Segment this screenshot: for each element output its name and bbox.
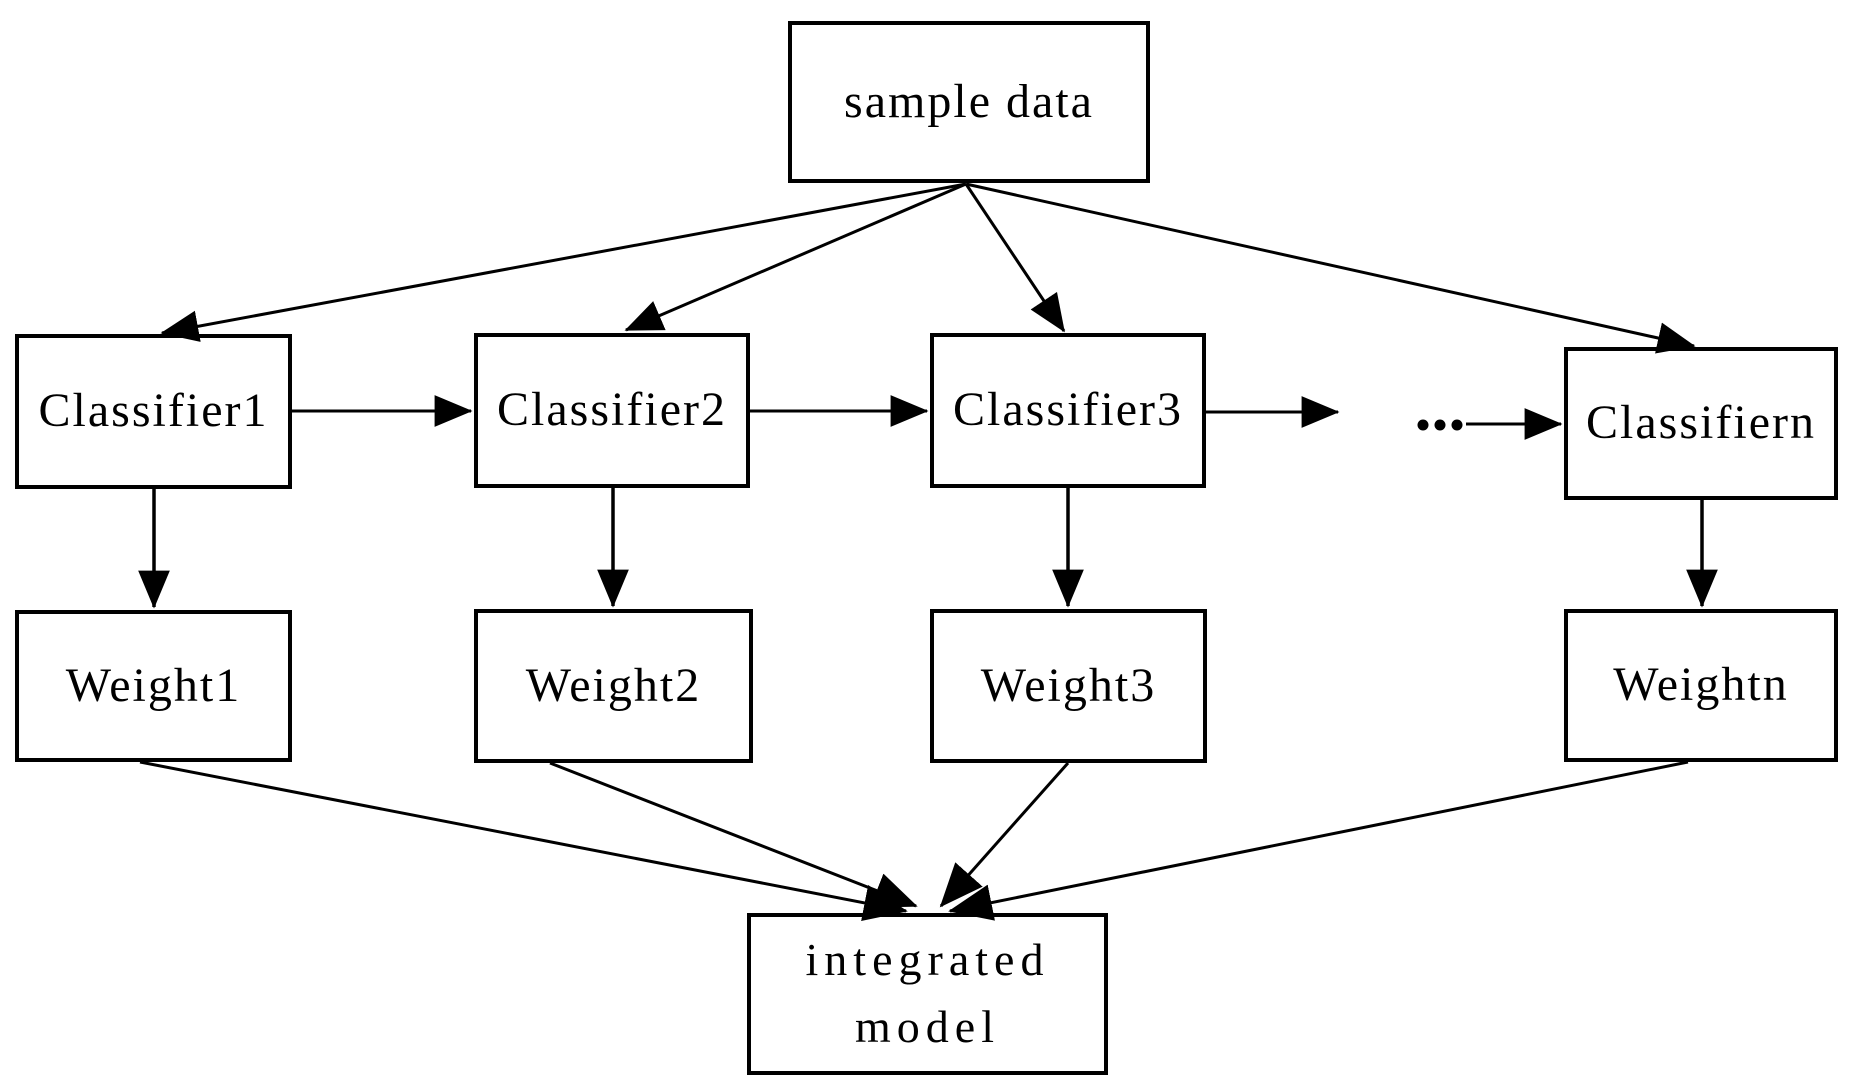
edge-weight1-to-integrated-model [139, 760, 908, 921]
node-classifiern-label: Classifiern [1586, 396, 1816, 450]
edge-sample-to-classifiern [965, 182, 1696, 354]
node-classifier3-label: Classifier3 [953, 383, 1183, 437]
node-integrated-model: integrated model [747, 913, 1108, 1075]
node-weight1-label: Weight1 [65, 658, 242, 712]
edge-weightn-to-integrated-model [948, 760, 1689, 921]
edge-weight2-to-integrated-model [549, 761, 918, 908]
node-weight3: Weight3 [930, 609, 1207, 763]
edge-sample-to-classifier3 [964, 183, 1066, 333]
node-weight2-label: Weight2 [525, 658, 702, 712]
node-classifier2: Classifier2 [474, 333, 750, 488]
node-classifier3: Classifier3 [930, 333, 1206, 488]
node-sample-data: sample data [788, 21, 1150, 183]
node-weightn: Weightn [1564, 609, 1838, 762]
node-classifier1-label: Classifier1 [38, 384, 269, 438]
node-weightn-label: Weightn [1613, 658, 1789, 712]
node-classifier2-label: Classifier2 [497, 383, 727, 437]
edge-weight3-to-integrated-model [939, 762, 1070, 908]
ellipsis-dots [1417, 419, 1463, 431]
node-integrated-model-label: integrated model [805, 934, 1050, 1052]
node-sample-data-label: sample data [844, 74, 1094, 128]
node-weight3-label: Weight3 [980, 658, 1157, 712]
node-weight2: Weight2 [474, 609, 753, 763]
node-classifiern: Classifiern [1564, 347, 1838, 500]
edge-sample-to-classifier1 [160, 182, 967, 342]
edge-sample-to-classifier2 [624, 182, 967, 332]
node-classifier1: Classifier1 [15, 334, 292, 489]
node-weight1: Weight1 [15, 610, 292, 762]
